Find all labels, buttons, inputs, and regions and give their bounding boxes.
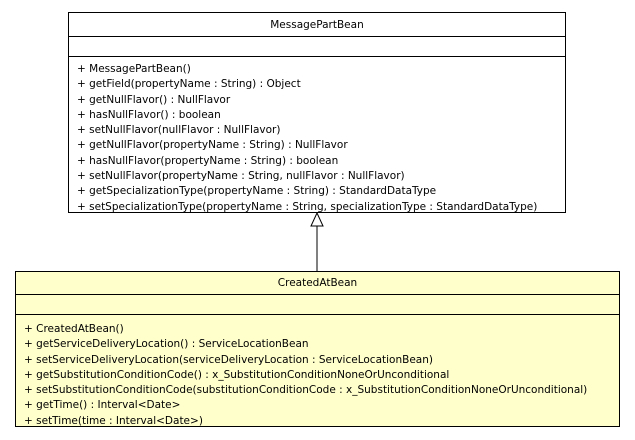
class-name: CreatedAtBean: [277, 277, 358, 289]
operation: + CreatedAtBean(): [24, 323, 124, 335]
operation: + getServiceDeliveryLocation() : Service…: [24, 338, 309, 351]
operation: + getField(propertyName : String) : Obje…: [77, 78, 301, 91]
operation: + setServiceDeliveryLocation(serviceDeli…: [24, 353, 433, 366]
operation: + MessagePartBean(): [77, 63, 191, 75]
class-box-created-at-bean[interactable]: CreatedAtBean + CreatedAtBean() + getSer…: [15, 271, 620, 427]
class-box-message-part-bean[interactable]: MessagePartBean + MessagePartBean() + ge…: [68, 12, 566, 213]
operation: + getNullFlavor() : NullFlavor: [77, 93, 231, 106]
attributes-compartment: [69, 36, 565, 56]
operation: + setNullFlavor(nullFlavor : NullFlavor): [77, 124, 281, 137]
operation: + setSubstitutionConditionCode(substitut…: [24, 384, 588, 397]
class-name: MessagePartBean: [270, 19, 364, 31]
operations-compartment: + CreatedAtBean() + getServiceDeliveryLo…: [16, 314, 619, 429]
operation: + setTime(time : Interval<Date>): [24, 414, 203, 427]
operation: + getTime() : Interval<Date>: [24, 399, 181, 412]
operation: + setNullFlavor(propertyName : String, n…: [77, 170, 405, 183]
operation: + hasNullFlavor() : boolean: [77, 108, 221, 121]
operation: + getSpecializationType(propertyName : S…: [77, 185, 437, 198]
operation: + getSubstitutionConditionCode() : x_Sub…: [24, 368, 450, 381]
operations-compartment: + MessagePartBean() + getField(propertyN…: [69, 56, 565, 215]
operation: + setSpecializationType(propertyName : S…: [77, 200, 538, 213]
attributes-compartment: [16, 294, 619, 314]
operation: + hasNullFlavor(propertyName : String) :…: [77, 154, 339, 167]
operation: + getNullFlavor(propertyName : String) :…: [77, 139, 348, 152]
